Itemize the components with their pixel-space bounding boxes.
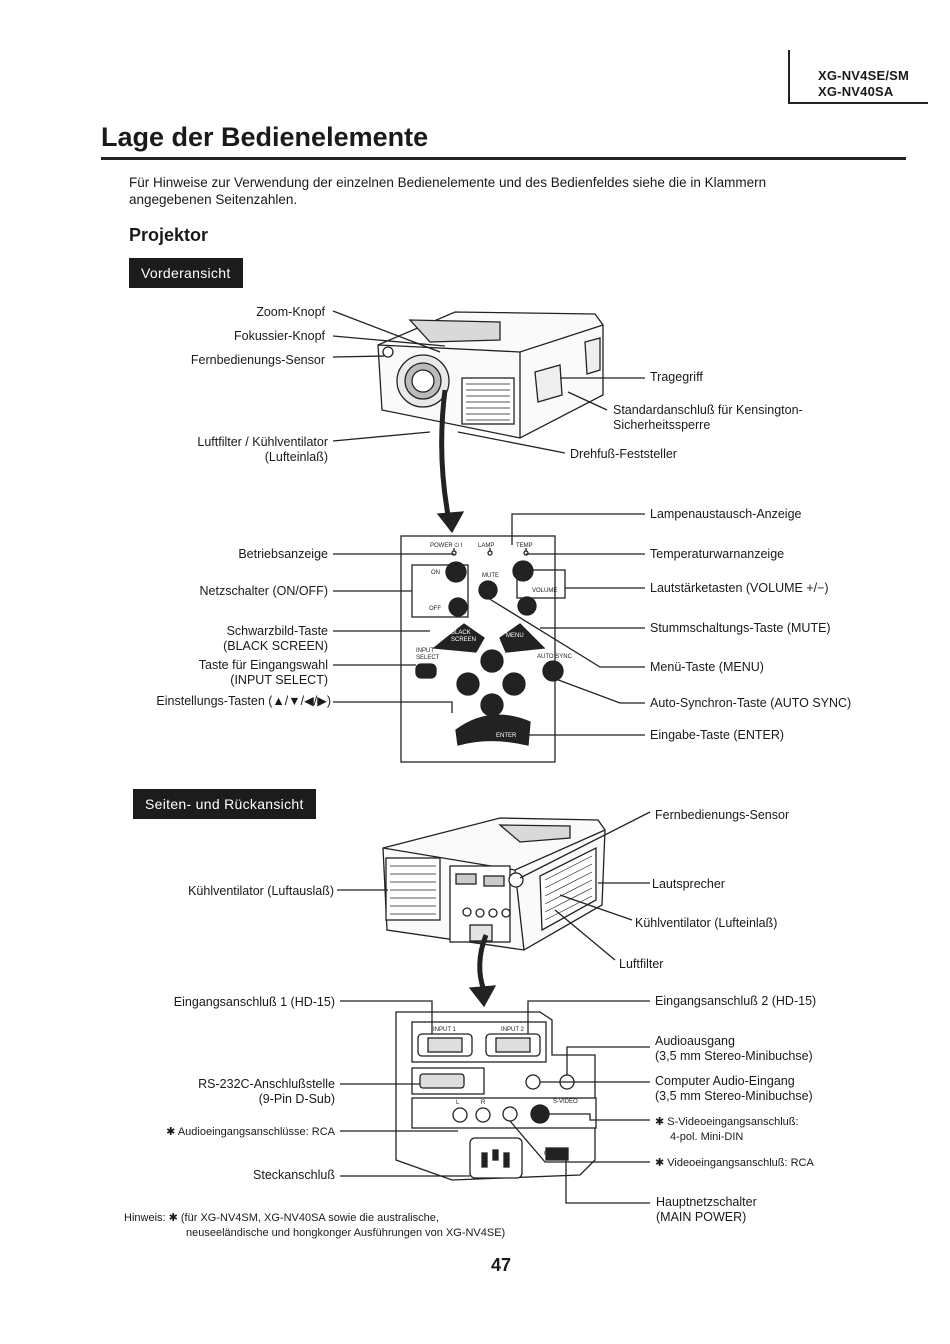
label-audio-in: ✱ Audioeingangsanschlüsse: RCA bbox=[166, 1126, 335, 1138]
rear-panel-drawing bbox=[395, 1011, 597, 1181]
section-title: Projektor bbox=[129, 225, 209, 245]
footnote-line2: neuseeländische und hongkonger Ausführun… bbox=[186, 1227, 506, 1239]
label-volume: Lautstärketasten (VOLUME +/−) bbox=[650, 581, 829, 595]
page-number: 47 bbox=[491, 1255, 512, 1275]
panel-select-text: SELECT bbox=[416, 655, 440, 661]
label-remote-sensor-front: Fernbedienungs-Sensor bbox=[190, 353, 325, 367]
label-svideo-line2: 4-pol. Mini-DIN bbox=[670, 1131, 744, 1143]
panel-screen-text: SCREEN bbox=[451, 637, 476, 643]
label-filter-line2: (Lufteinlaß) bbox=[264, 450, 328, 464]
label-rs232-line2: (9-Pin D-Sub) bbox=[258, 1092, 335, 1106]
panel-black-text: BLACK bbox=[451, 630, 471, 636]
model-line-2: XG-NV40SA bbox=[818, 84, 894, 99]
label-audio-out-line1: Audioausgang bbox=[655, 1034, 735, 1048]
rear-input2-text: INPUT 2 bbox=[501, 1027, 525, 1033]
label-black-screen-line1: Schwarzbild-Taste bbox=[226, 624, 328, 638]
label-zoom: Zoom-Knopf bbox=[256, 305, 325, 319]
label-remote-sensor-side: Fernbedienungs-Sensor bbox=[655, 808, 790, 822]
panel-mute-text: MUTE bbox=[482, 573, 499, 579]
side-view-tag: Seiten- und Rückansicht bbox=[133, 789, 316, 819]
label-adjust-keys: Einstellungs-Tasten (▲/▼/◀/▶) bbox=[156, 694, 331, 708]
rear-l-text: L bbox=[456, 1100, 460, 1106]
rear-input1-text: INPUT 1 bbox=[433, 1027, 457, 1033]
label-kensington-line2: Sicherheitssperre bbox=[613, 418, 711, 432]
model-line-1: XG-NV4SE/SM bbox=[818, 68, 910, 83]
label-svideo-line1: ✱ S-Videoeingangsanschluß: bbox=[655, 1116, 799, 1128]
label-main-power-line2: (MAIN POWER) bbox=[656, 1210, 747, 1224]
label-audio-out-line2: (3,5 mm Stereo-Minibuchse) bbox=[655, 1049, 813, 1063]
label-main-power-line1: Hauptnetzschalter bbox=[656, 1195, 757, 1209]
front-view-tag: Vorderansicht bbox=[129, 258, 243, 288]
label-rs232-line1: RS-232C-Anschlußstelle bbox=[198, 1077, 335, 1091]
panel-volume-text: VOLUME bbox=[532, 588, 557, 594]
panel-temp-text: TEMP bbox=[516, 543, 533, 549]
label-input-select-line1: Taste für Eingangswahl bbox=[198, 658, 328, 672]
footnote: Hinweis: ✱ (für XG-NV4SM, XG-NV40SA sowi… bbox=[124, 1211, 505, 1241]
panel-on-text: ON bbox=[431, 570, 440, 576]
title-rule bbox=[101, 157, 906, 160]
label-menu: Menü-Taste (MENU) bbox=[650, 660, 764, 674]
label-power-indicator: Betriebsanzeige bbox=[238, 547, 328, 561]
intro-text: Für Hinweise zur Verwendung der einzelne… bbox=[129, 175, 767, 207]
panel-lamp-text: LAMP bbox=[478, 543, 494, 549]
label-foot: Drehfuß-Feststeller bbox=[570, 447, 677, 461]
label-pc-audio-line2: (3,5 mm Stereo-Minibuchse) bbox=[655, 1089, 813, 1103]
label-filter-side: Luftfilter bbox=[619, 957, 664, 971]
label-enter: Eingabe-Taste (ENTER) bbox=[650, 728, 785, 742]
panel-enter-text: ENTER bbox=[496, 733, 517, 739]
label-video: ✱ Videoeingangsanschluß: RCA bbox=[655, 1157, 814, 1169]
label-input-select-line2: (INPUT SELECT) bbox=[230, 673, 328, 687]
panel-off-text: OFF bbox=[429, 606, 441, 612]
label-cooling-out: Kühlventilator (Luftauslaß) bbox=[188, 884, 334, 898]
label-input2: Eingangsanschluß 2 (HD-15) bbox=[655, 994, 817, 1008]
rear-offon-text: OFF ON bbox=[544, 1151, 567, 1157]
panel-power-text: POWER ⏻ I bbox=[430, 542, 463, 549]
label-black-screen-line2: (BLACK SCREEN) bbox=[223, 639, 328, 653]
label-temp: Temperaturwarnanzeige bbox=[650, 547, 785, 561]
label-kensington-line1: Standardanschluß für Kensington- bbox=[613, 403, 803, 417]
rear-svideo-text: S-VIDEO bbox=[553, 1099, 578, 1105]
model-box bbox=[788, 50, 928, 104]
label-cooling-in: Kühlventilator (Lufteinlaß) bbox=[635, 916, 778, 930]
panel-input-text: INPUT bbox=[416, 648, 434, 654]
projector-front-drawing bbox=[377, 311, 604, 534]
label-power-socket: Steckanschluß bbox=[253, 1168, 335, 1182]
label-power-switch: Netzschalter (ON/OFF) bbox=[199, 584, 329, 598]
footnote-line1: Hinweis: ✱ (für XG-NV4SM, XG-NV40SA sowi… bbox=[124, 1212, 439, 1224]
rear-r-text: R bbox=[481, 1100, 486, 1106]
page-title: Lage der Bedienelemente bbox=[101, 122, 429, 152]
label-auto-sync: Auto-Synchron-Taste (AUTO SYNC) bbox=[650, 696, 852, 710]
label-speaker: Lautsprecher bbox=[652, 877, 725, 891]
label-lamp: Lampenaustausch-Anzeige bbox=[650, 507, 802, 521]
label-focus: Fokussier-Knopf bbox=[233, 329, 325, 343]
label-pc-audio-line1: Computer Audio-Eingang bbox=[655, 1074, 795, 1088]
label-handle: Tragegriff bbox=[650, 370, 703, 384]
label-mute: Stummschaltungs-Taste (MUTE) bbox=[650, 621, 831, 635]
projector-side-drawing bbox=[382, 817, 606, 1008]
panel-menu-text: MENU bbox=[506, 633, 524, 639]
label-filter-line1: Luftfilter / Kühlventilator bbox=[197, 435, 328, 449]
panel-autosync-text: AUTO SYNC bbox=[537, 654, 573, 660]
label-input1: Eingangsanschluß 1 (HD-15) bbox=[173, 995, 335, 1009]
